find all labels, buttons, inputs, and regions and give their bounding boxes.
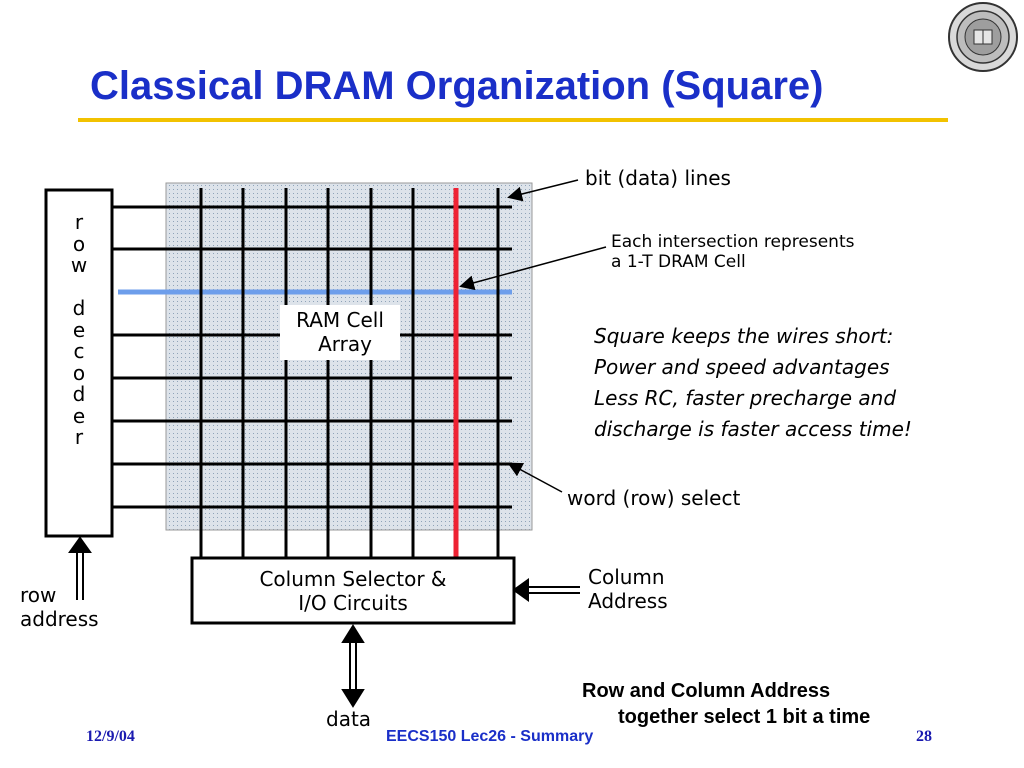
row-decoder-letter: e <box>72 403 86 428</box>
row-decoder-letter: d <box>72 296 86 320</box>
column-address-label: Column Address <box>588 565 668 613</box>
data-label: data <box>326 707 372 731</box>
title-underline <box>78 118 948 122</box>
row-decoder-letter <box>46 277 112 299</box>
bit-lines-label: bit (data) lines <box>585 166 731 190</box>
row-address-label: row address <box>20 583 99 631</box>
bit-lines <box>199 188 500 558</box>
row-decoder-letter: r <box>74 210 84 234</box>
column-address-arrow <box>512 578 580 602</box>
intersection-callout <box>459 246 607 291</box>
word-select-label: word (row) select <box>567 486 741 510</box>
row-address-arrow <box>68 536 92 600</box>
ram-cell-label-bg <box>280 305 400 360</box>
word-select-callout <box>507 462 563 493</box>
intersection-label: Each intersection represents a 1-T DRAM … <box>611 232 855 273</box>
square-advantages-note: Square keeps the wires short: Power and … <box>594 324 912 441</box>
row-decoder-letter: o <box>72 231 86 256</box>
page-title: Classical DRAM Organization (Square) <box>90 64 824 108</box>
row-decoder-letter: e <box>72 317 86 342</box>
row-decoder-letter: d <box>72 382 86 406</box>
footer-page-number: 28 <box>916 728 932 745</box>
row-decoder-letter: w <box>70 253 88 277</box>
row-decoder-box <box>44 188 114 538</box>
bit-lines-callout <box>507 179 579 202</box>
row-decoder-letter: o <box>72 360 86 385</box>
footer-course: EECS150 Lec26 - Summary <box>386 728 594 745</box>
row-decoder-letter: c <box>73 339 85 363</box>
ram-cell-array-label: RAM Cell Array <box>296 308 384 356</box>
word-lines <box>112 205 512 509</box>
column-selector-label: Column Selector & I/O Circuits <box>259 567 447 615</box>
data-arrow <box>341 624 365 708</box>
footer-date: 12/9/04 <box>86 728 135 745</box>
row-decoder-letter: r <box>74 425 84 449</box>
bottom-note: Row and Column Address together select 1… <box>582 680 871 728</box>
university-seal-icon <box>948 2 1018 72</box>
